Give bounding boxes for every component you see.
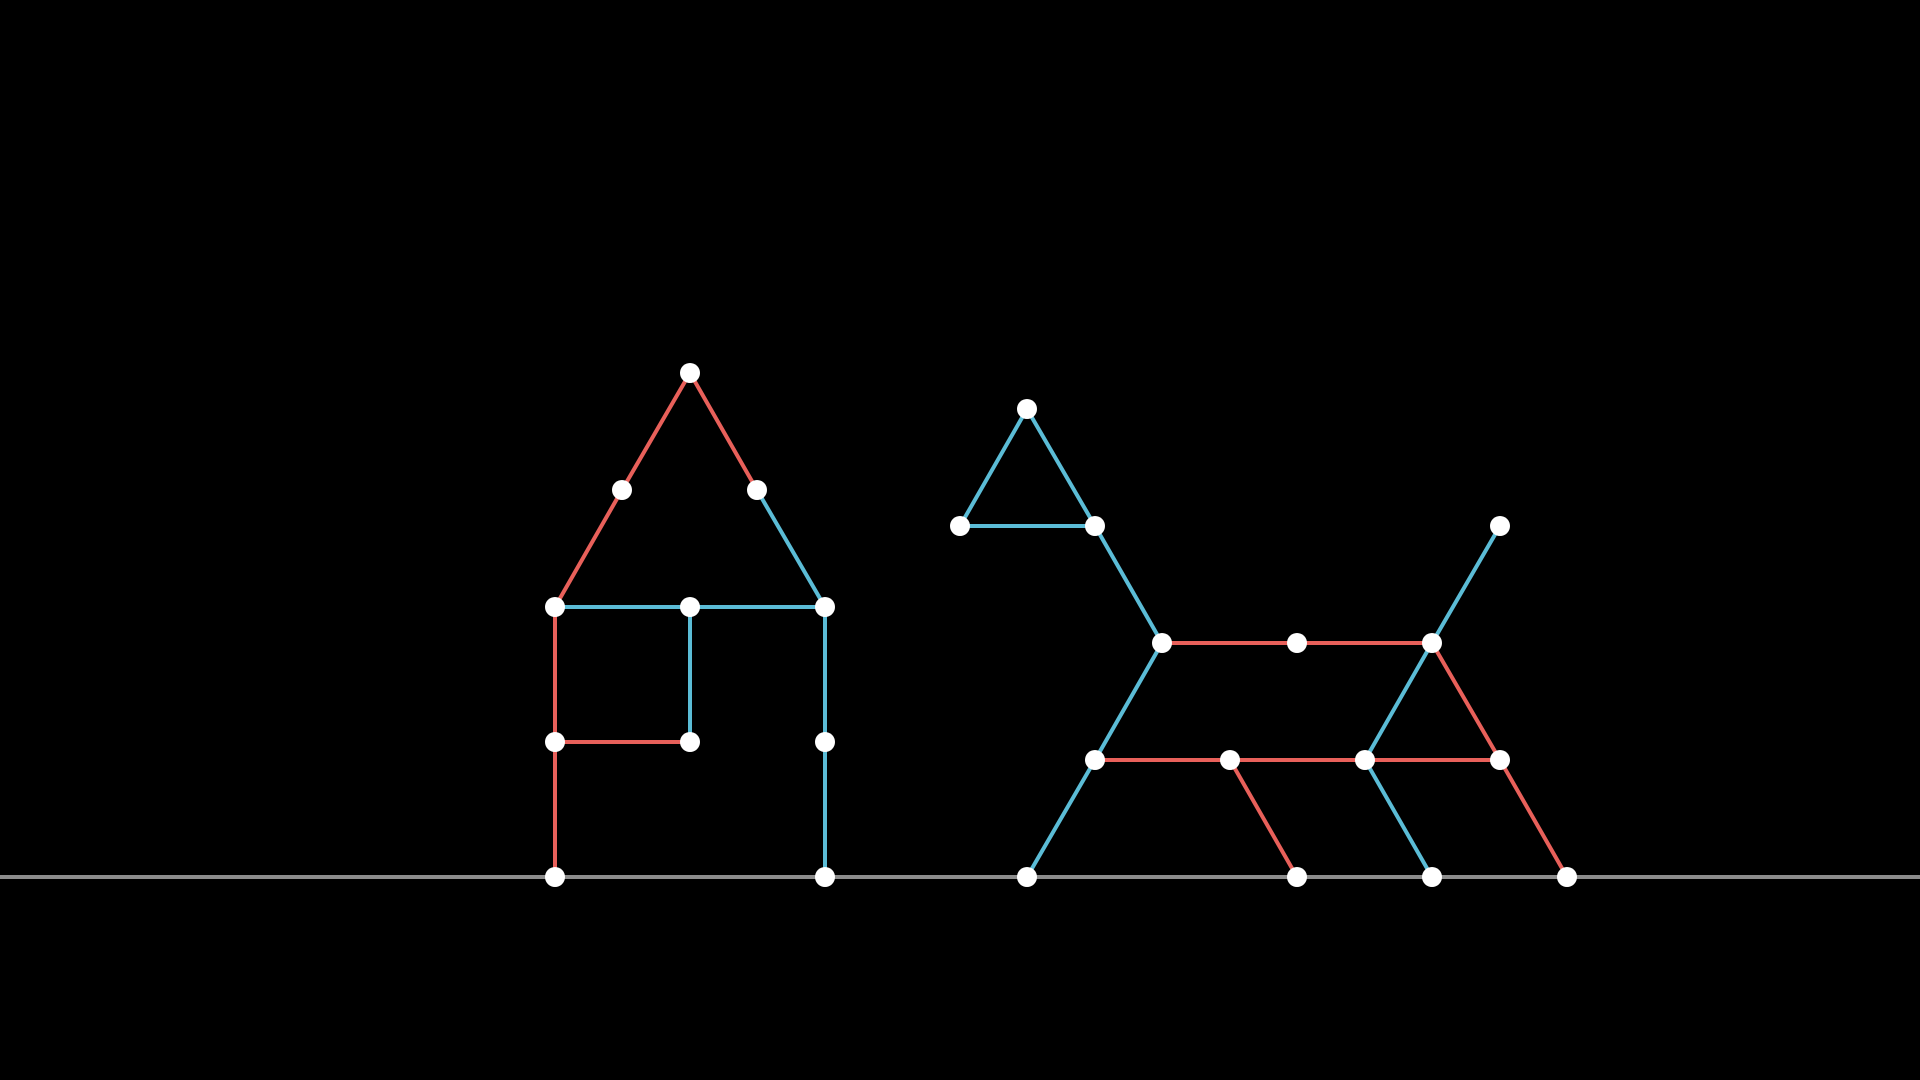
nodes-layer — [545, 363, 1577, 887]
animal-edge-blue — [1025, 758, 1097, 879]
house-edge-blue — [755, 488, 827, 609]
node-house-floor-right — [815, 867, 835, 887]
animal-edge-blue — [1025, 407, 1097, 528]
node-head-right — [1085, 516, 1105, 536]
node-head-left — [950, 516, 970, 536]
animal-edge-blue — [958, 407, 1029, 528]
edges-layer — [553, 371, 1569, 879]
node-house-mid-left — [545, 732, 565, 752]
animal-edge-blue — [1430, 524, 1502, 645]
node-house-floor-left — [545, 867, 565, 887]
node-house-apex — [680, 363, 700, 383]
house-edge-red — [553, 488, 624, 609]
animal-edge-blue — [1093, 524, 1164, 645]
node-house-eave-right — [815, 597, 835, 617]
node-house-eave-center — [680, 597, 700, 617]
node-belly-1 — [1220, 750, 1240, 770]
node-house-roof-right — [747, 480, 767, 500]
node-house-roof-left — [612, 480, 632, 500]
animal-edge-blue — [1093, 641, 1164, 762]
animal-edge-red — [1228, 758, 1299, 879]
node-house-eave-left — [545, 597, 565, 617]
node-house-inner-mid — [680, 732, 700, 752]
node-rear-foot — [1557, 867, 1577, 887]
animal-edge-blue — [1363, 641, 1434, 762]
animal-edge-blue — [1363, 758, 1434, 879]
node-front-foot — [1017, 867, 1037, 887]
node-rear-hip — [1490, 750, 1510, 770]
node-head-top — [1017, 399, 1037, 419]
node-back-mid — [1287, 633, 1307, 653]
node-leg-2-foot — [1287, 867, 1307, 887]
node-neck — [1152, 633, 1172, 653]
animal-edge-red — [1498, 758, 1569, 879]
node-belly-2 — [1355, 750, 1375, 770]
node-back-right — [1422, 633, 1442, 653]
node-leg-3-foot — [1422, 867, 1442, 887]
house-edge-red — [688, 371, 759, 492]
node-front-hip — [1085, 750, 1105, 770]
animal-edge-red — [1430, 641, 1502, 762]
node-house-mid-right — [815, 732, 835, 752]
house-edge-red — [620, 371, 692, 492]
node-tail-tip — [1490, 516, 1510, 536]
